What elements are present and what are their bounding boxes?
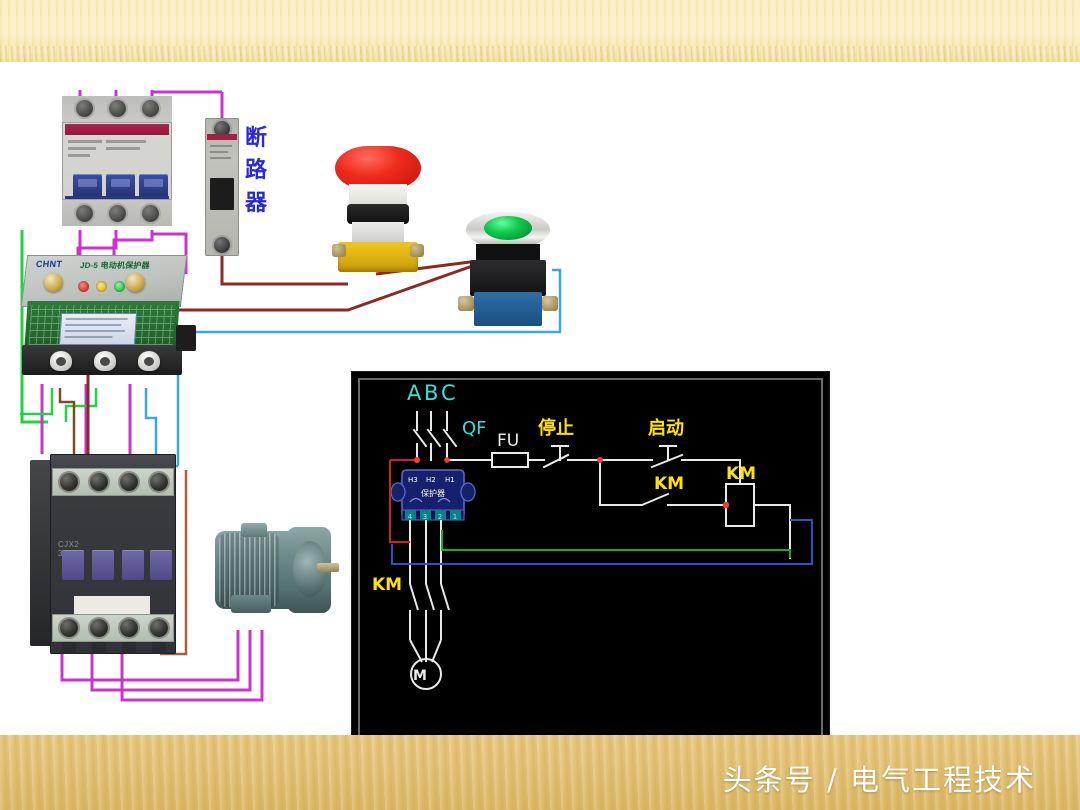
three-phase-motor-photo — [205, 517, 339, 629]
emergency-stop-button-photo — [330, 146, 426, 274]
relay-led-green — [114, 281, 125, 292]
breaker-label-char-2: 路 — [245, 158, 268, 184]
schematic-relay-terminal-3: 3 — [423, 513, 427, 521]
three-pole-circuit-breaker-photo — [62, 96, 172, 226]
schematic-km-coil-label: KM — [726, 464, 756, 484]
schematic-relay-terminal-1: 1 — [453, 513, 457, 521]
relay-led-yellow — [96, 281, 107, 292]
schematic-relay-center-text: 保护器 — [421, 488, 445, 498]
relay-brand-text: CHNT — [35, 259, 63, 269]
schematic-relay-terminal-h2: H2 — [426, 476, 436, 484]
control-circuit-schematic: A B C QF FU 停止 启动 KM KM KM M H3 H2 H1 保护… — [352, 372, 829, 747]
schematic-svg: A B C QF FU 停止 启动 KM KM KM M H3 H2 H1 保护… — [352, 372, 829, 747]
schematic-fu-label: FU — [497, 431, 519, 451]
single-pole-circuit-breaker-photo — [205, 118, 239, 256]
schematic-motor-symbol — [410, 658, 442, 690]
motor-protection-relay-photo: CHNT JD-5 电动机保护器 — [20, 255, 196, 385]
schematic-motor-letter: M — [413, 668, 427, 684]
relay-model-text: JD-5 电动机保护器 — [79, 261, 151, 270]
decorative-bottom-band — [0, 735, 1080, 810]
green-button-lens — [484, 216, 532, 240]
relay-led-red — [78, 281, 89, 292]
ac-contactor-photo: CJX23210 — [30, 454, 176, 654]
schematic-node-dot — [722, 501, 730, 509]
green-start-button-photo — [458, 212, 558, 334]
diagram-canvas: 断 路 器 CHNT JD-5 电动机保护器 — [0, 62, 1080, 747]
schematic-stop-label: 停止 — [538, 417, 574, 439]
schematic-km-main-label: KM — [372, 575, 402, 595]
breaker-chinese-label: 断 路 器 — [245, 126, 269, 216]
schematic-relay-terminal-h3: H3 — [408, 476, 418, 484]
schematic-relay-block — [390, 469, 476, 521]
schematic-relay-terminal-h1: H1 — [445, 476, 455, 484]
watermark-text: 头条号 / 电气工程技术 — [722, 763, 1036, 797]
breaker-label-char-1: 断 — [245, 126, 268, 151]
decorative-top-band — [0, 0, 1080, 62]
schematic-relay-terminal-4: 4 — [408, 513, 413, 521]
schematic-phase-a-label: A — [407, 381, 422, 405]
schematic-start-label: 启动 — [648, 417, 684, 439]
schematic-relay-terminal-2: 2 — [438, 513, 442, 521]
emergency-stop-cap — [335, 146, 421, 190]
schematic-phase-c-label: C — [441, 381, 456, 405]
schematic-km-contact-label: KM — [654, 474, 684, 494]
breaker-label-char-3: 器 — [245, 190, 268, 216]
schematic-node-dot — [597, 457, 603, 463]
schematic-phase-b-label: B — [424, 381, 438, 405]
schematic-qf-label: QF — [462, 418, 487, 439]
schematic-node-dot — [444, 457, 450, 463]
